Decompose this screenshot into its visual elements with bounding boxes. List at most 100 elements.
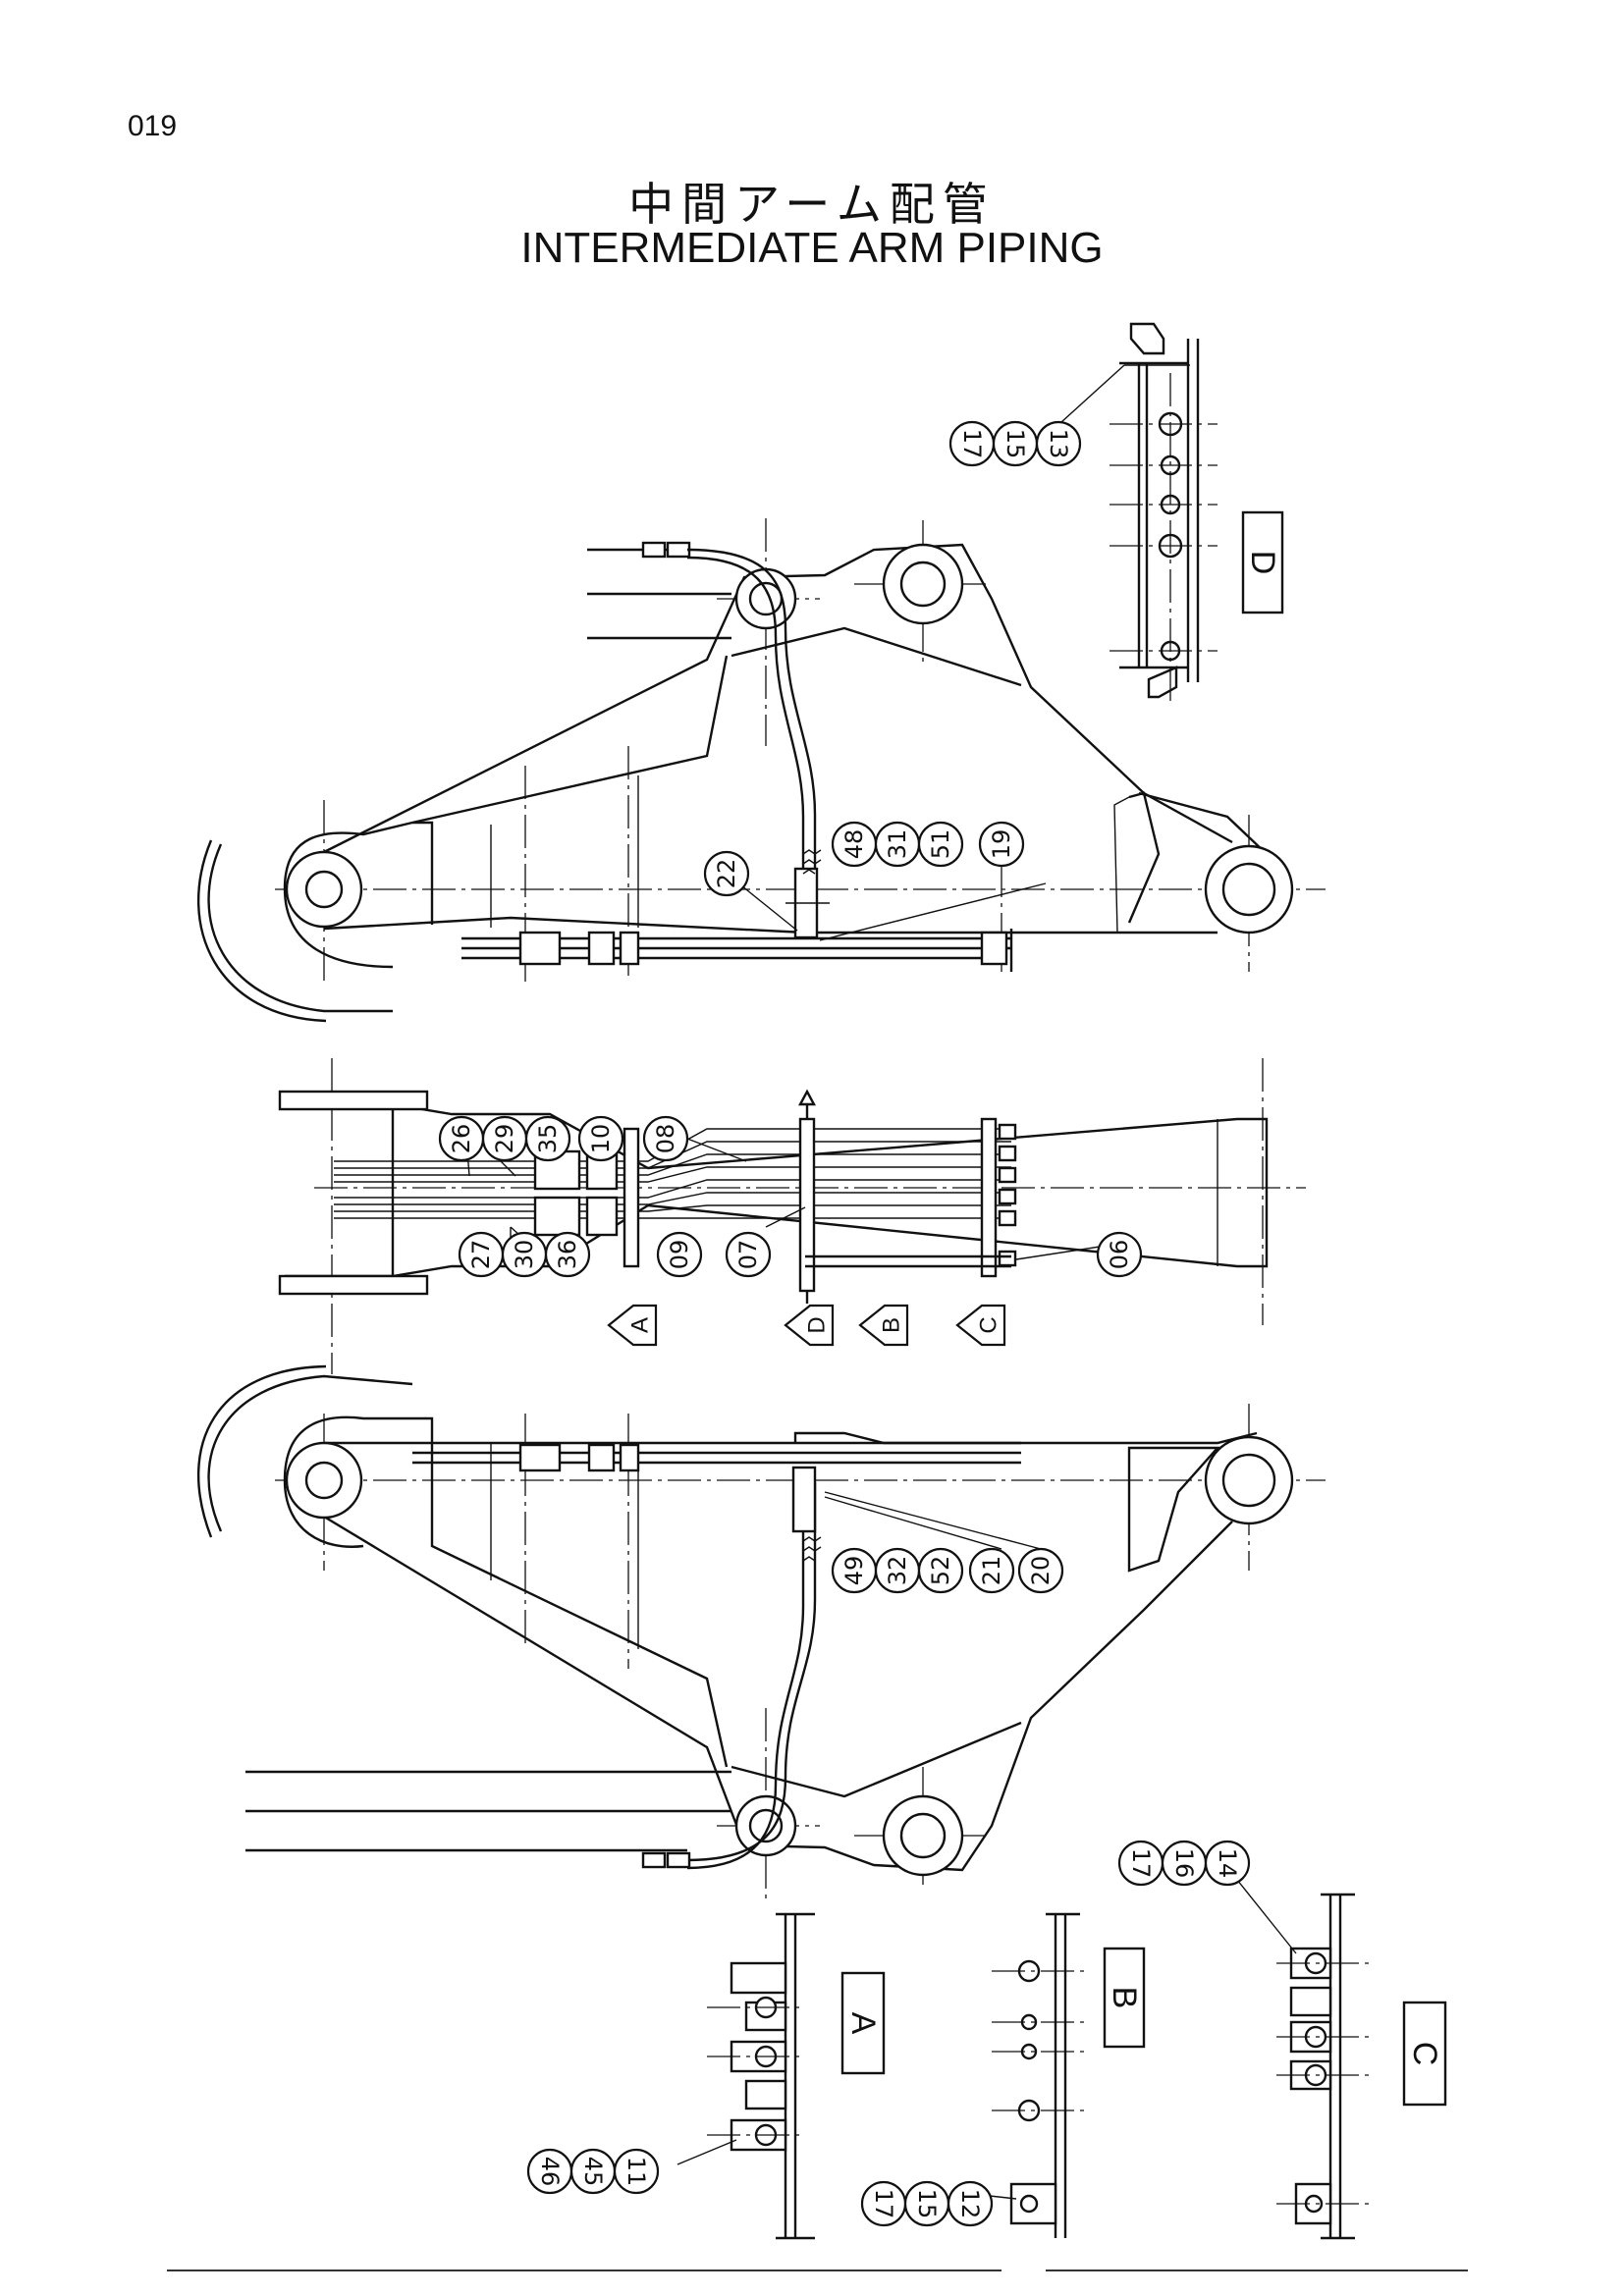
svg-text:11: 11	[623, 2157, 650, 2187]
view-b-label: B	[1103, 1947, 1146, 2049]
svg-text:19: 19	[988, 829, 1015, 860]
svg-text:A: A	[844, 2012, 882, 2035]
callout-27: 27	[458, 1231, 505, 1278]
bottom-side-callouts: 49 32 52 21 20	[831, 1547, 1064, 1594]
svg-text:C: C	[1406, 2042, 1443, 2066]
view-c-detail	[1236, 1879, 1375, 2240]
svg-text:A: A	[627, 1317, 654, 1333]
svg-text:21: 21	[978, 1556, 1005, 1586]
callout-15: 15	[992, 420, 1039, 467]
plan-lower-callouts: 27 30 36 09 07 06	[458, 1231, 1143, 1278]
top-side-callouts: 22 48 31 51 19	[703, 821, 1025, 897]
svg-text:06: 06	[1106, 1240, 1133, 1270]
page-number: 019	[128, 110, 178, 142]
svg-text:10: 10	[587, 1124, 615, 1154]
svg-text:09: 09	[666, 1240, 693, 1270]
callout-11: 11	[613, 2148, 660, 2195]
view-b-detail	[971, 1912, 1090, 2238]
svg-text:22: 22	[713, 859, 740, 889]
svg-text:17: 17	[870, 2189, 897, 2219]
callout-51: 51	[917, 821, 964, 868]
svg-text:13: 13	[1045, 429, 1072, 459]
svg-text:08: 08	[652, 1124, 679, 1154]
plan-view	[278, 1058, 1306, 1374]
callout-09: 09	[656, 1231, 703, 1278]
svg-text:17: 17	[1127, 1848, 1155, 1879]
view-b-callouts: 17 15 12	[860, 2180, 994, 2227]
svg-text:52: 52	[927, 1556, 954, 1586]
svg-text:17: 17	[958, 429, 986, 459]
svg-text:36: 36	[554, 1240, 581, 1270]
callout-31: 31	[874, 821, 921, 868]
svg-text:32: 32	[884, 1556, 911, 1586]
callout-14: 14	[1204, 1840, 1251, 1887]
callout-17: 17	[948, 420, 996, 467]
view-arrow-b: B	[858, 1304, 909, 1347]
callout-06: 06	[1096, 1231, 1143, 1278]
svg-text:C: C	[976, 1316, 1002, 1333]
title-japanese: 中間アーム配管	[628, 178, 996, 231]
callout-10: 10	[577, 1115, 624, 1162]
callout-45: 45	[569, 2148, 617, 2195]
svg-text:16: 16	[1170, 1848, 1198, 1879]
svg-text:14: 14	[1214, 1848, 1241, 1879]
svg-text:30: 30	[511, 1240, 538, 1270]
callout-08: 08	[642, 1115, 689, 1162]
callout-13: 13	[1035, 420, 1082, 467]
svg-text:07: 07	[734, 1240, 762, 1270]
callout-35: 35	[524, 1115, 571, 1162]
footer-rule-right	[1046, 2269, 1468, 2271]
svg-text:15: 15	[1001, 429, 1029, 459]
callout-22: 22	[703, 850, 750, 897]
callout-17-b: 17	[860, 2180, 907, 2227]
callout-46: 46	[526, 2148, 573, 2195]
view-arrow-c: C	[955, 1304, 1006, 1347]
callout-12: 12	[947, 2180, 994, 2227]
view-a-callouts: 46 45 11	[526, 2148, 660, 2195]
view-c-label: C	[1402, 2001, 1447, 2107]
svg-text:12: 12	[956, 2189, 984, 2219]
callout-07: 07	[725, 1231, 772, 1278]
svg-text:26: 26	[448, 1124, 475, 1154]
svg-text:35: 35	[534, 1124, 562, 1154]
callout-17-c: 17	[1117, 1840, 1164, 1887]
view-arrow-d: D	[784, 1304, 835, 1347]
callout-48: 48	[831, 821, 878, 868]
callout-49: 49	[831, 1547, 878, 1594]
svg-text:45: 45	[579, 2157, 607, 2187]
callout-16: 16	[1161, 1840, 1208, 1887]
title-english: INTERMEDIATE ARM PIPING	[520, 224, 1104, 272]
callout-52: 52	[917, 1547, 964, 1594]
view-a-detail	[677, 1912, 815, 2240]
callout-29: 29	[481, 1115, 528, 1162]
svg-text:49: 49	[840, 1556, 868, 1586]
svg-text:D: D	[804, 1316, 831, 1333]
svg-text:20: 20	[1027, 1556, 1055, 1586]
view-d-callouts: 17 15 13	[948, 420, 1082, 467]
svg-text:48: 48	[840, 829, 868, 860]
svg-text:D: D	[1244, 551, 1281, 575]
view-d-label: D	[1241, 510, 1284, 614]
svg-text:31: 31	[884, 829, 911, 860]
callout-19: 19	[978, 821, 1025, 868]
callout-26: 26	[438, 1115, 485, 1162]
svg-text:B: B	[1106, 1987, 1143, 2009]
svg-text:27: 27	[467, 1240, 495, 1270]
svg-text:51: 51	[927, 829, 954, 860]
plan-upper-callouts: 26 29 35 10 08	[438, 1115, 689, 1162]
view-arrow-a: A	[607, 1304, 658, 1347]
svg-text:29: 29	[491, 1124, 518, 1154]
footer-rule-left	[167, 2269, 1001, 2271]
callout-36: 36	[544, 1231, 591, 1278]
callout-30: 30	[501, 1231, 548, 1278]
svg-text:15: 15	[913, 2189, 941, 2219]
view-a-label: A	[840, 1971, 886, 2075]
view-d-detail	[1050, 322, 1218, 707]
callout-15-b: 15	[903, 2180, 950, 2227]
callout-32: 32	[874, 1547, 921, 1594]
bottom-side-view	[196, 1364, 1326, 1904]
callout-21: 21	[968, 1547, 1015, 1594]
view-c-callouts: 17 16 14	[1117, 1840, 1251, 1887]
svg-text:46: 46	[536, 2157, 564, 2187]
